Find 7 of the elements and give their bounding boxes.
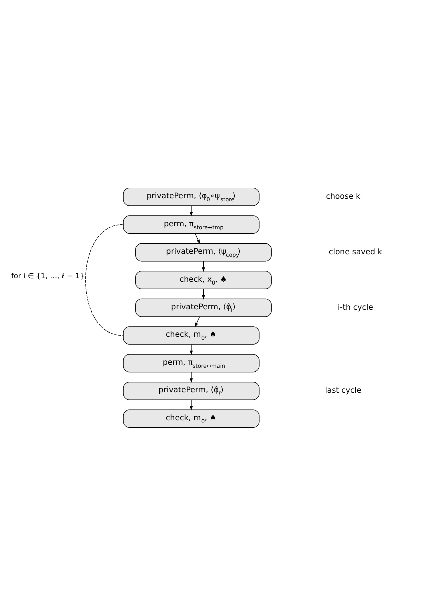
connector — [86, 224, 124, 336]
arrow — [190, 372, 194, 383]
arrow — [190, 400, 194, 411]
arrow — [190, 344, 194, 356]
arrow — [195, 234, 200, 244]
arrow — [195, 316, 200, 328]
arrow — [190, 206, 194, 217]
